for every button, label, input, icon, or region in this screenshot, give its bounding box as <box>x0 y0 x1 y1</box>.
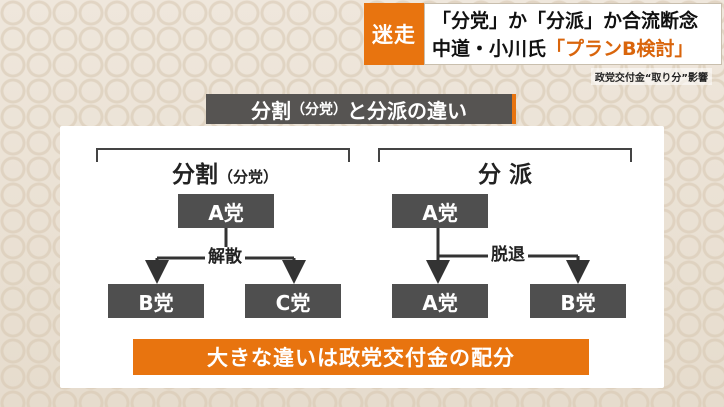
left-party-a: A党 <box>178 194 274 228</box>
subcaption: 政党交付金“取り分”影響 <box>590 68 712 85</box>
title-rest: と分派の違い <box>347 98 467 123</box>
conclusion-banner: 大きな違いは政党交付金の配分 <box>133 339 589 375</box>
left-bracket <box>96 148 350 162</box>
caption-tag: 迷走 <box>364 3 424 65</box>
right-party-a: A党 <box>392 194 488 228</box>
caption-line-1: 「分党」か「分派」か合流断念 <box>432 10 699 32</box>
right-party-a-remaining: A党 <box>392 284 488 318</box>
left-heading-paren: （分党） <box>217 168 278 186</box>
caption-line-2: 中道・小川氏「プランB検討」 <box>432 35 714 63</box>
right-action-label: 脱退 <box>488 245 528 265</box>
right-party-b: B党 <box>530 284 626 318</box>
left-party-b: B党 <box>108 284 204 318</box>
diagram-title: 分割（分党）と分派の違い <box>206 94 512 124</box>
caption-line-2-highlight: 「プランB検討」 <box>546 38 694 60</box>
right-bracket <box>378 148 632 162</box>
left-action-label: 解散 <box>205 247 245 267</box>
title-main: 分割 <box>251 98 291 123</box>
left-party-c: C党 <box>245 284 341 318</box>
title-paren: （分党） <box>291 102 347 118</box>
caption-line-2-prefix: 中道・小川氏 <box>432 38 547 60</box>
left-heading-main: 分割 <box>171 162 218 188</box>
caption-box: 「分党」か「分派」か合流断念 中道・小川氏「プランB検討」 <box>424 3 722 65</box>
news-caption: 迷走 「分党」か「分派」か合流断念 中道・小川氏「プランB検討」 <box>364 3 722 65</box>
right-heading: 分 派 <box>465 155 545 189</box>
left-heading: 分割（分党） <box>140 155 310 189</box>
